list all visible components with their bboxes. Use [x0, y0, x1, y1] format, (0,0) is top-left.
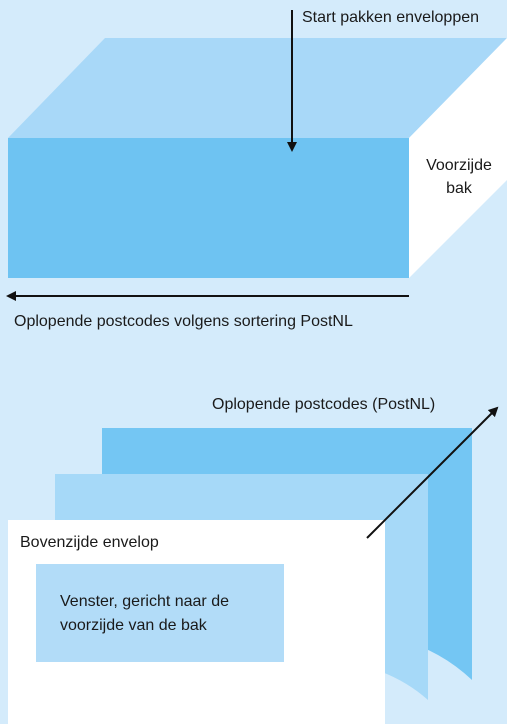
front-label-line2: bak	[446, 180, 472, 197]
envelope-top-label: Bovenzijde envelop	[20, 534, 159, 551]
start-label: Start pakken enveloppen	[302, 9, 480, 26]
box-side-face	[409, 38, 507, 278]
sort-order-label: Oplopende postcodes volgens sortering Po…	[14, 313, 353, 330]
ascending-arrow	[366, 406, 499, 539]
front-of-box-label: Voorzijde bak	[418, 154, 500, 200]
envelope-window	[36, 564, 284, 662]
front-label-line1: Voorzijde	[426, 157, 492, 174]
window-label: Venster, gericht naar de voorzijde van d…	[60, 593, 229, 634]
ascending-postcodes-label: Oplopende postcodes (PostNL)	[212, 396, 436, 413]
box-top-face	[8, 38, 507, 138]
box-front-face	[8, 138, 409, 278]
